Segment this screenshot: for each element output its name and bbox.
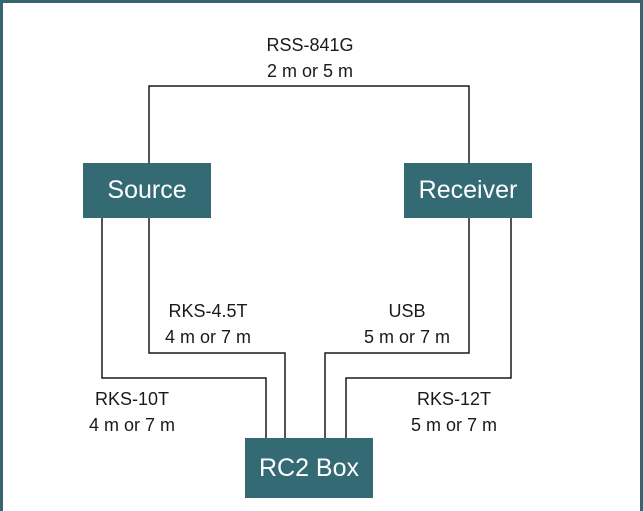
rss-841g-cable	[148, 85, 470, 163]
rc2-box-node: RC2 Box	[245, 438, 373, 498]
cable-length: 5 m or 7 m	[410, 415, 498, 435]
cable-name: RKS-4.5T	[168, 301, 248, 321]
cable-name: RSS-841G	[266, 35, 354, 55]
receiver-label: Receiver	[418, 176, 518, 204]
rks-10t-label: RKS-10T 4 m or 7 m	[74, 386, 190, 438]
cable-name: RKS-12T	[416, 389, 492, 409]
cable-length: 5 m or 7 m	[363, 327, 451, 347]
receiver-node: Receiver	[404, 163, 532, 218]
rss-841g-label: RSS-841G 2 m or 5 m	[230, 32, 390, 84]
source-label: Source	[107, 176, 187, 204]
rc2-box-label: RC2 Box	[258, 453, 360, 482]
rks-4-5t-cable	[148, 218, 286, 438]
rks-10t-cable	[101, 218, 267, 438]
source-node: Source	[83, 163, 211, 218]
cable-name: USB	[388, 301, 426, 321]
rks-4-5t-label: RKS-4.5T 4 m or 7 m	[150, 298, 266, 350]
cable-length: 2 m or 5 m	[266, 61, 354, 81]
rks-12t-label: RKS-12T 5 m or 7 m	[394, 386, 514, 438]
usb-label: USB 5 m or 7 m	[347, 298, 467, 350]
rks-12t-cable	[345, 218, 512, 438]
usb-cable	[324, 218, 470, 438]
cable-name: RKS-10T	[94, 389, 170, 409]
cable-length: 4 m or 7 m	[88, 415, 176, 435]
cable-length: 4 m or 7 m	[164, 327, 252, 347]
